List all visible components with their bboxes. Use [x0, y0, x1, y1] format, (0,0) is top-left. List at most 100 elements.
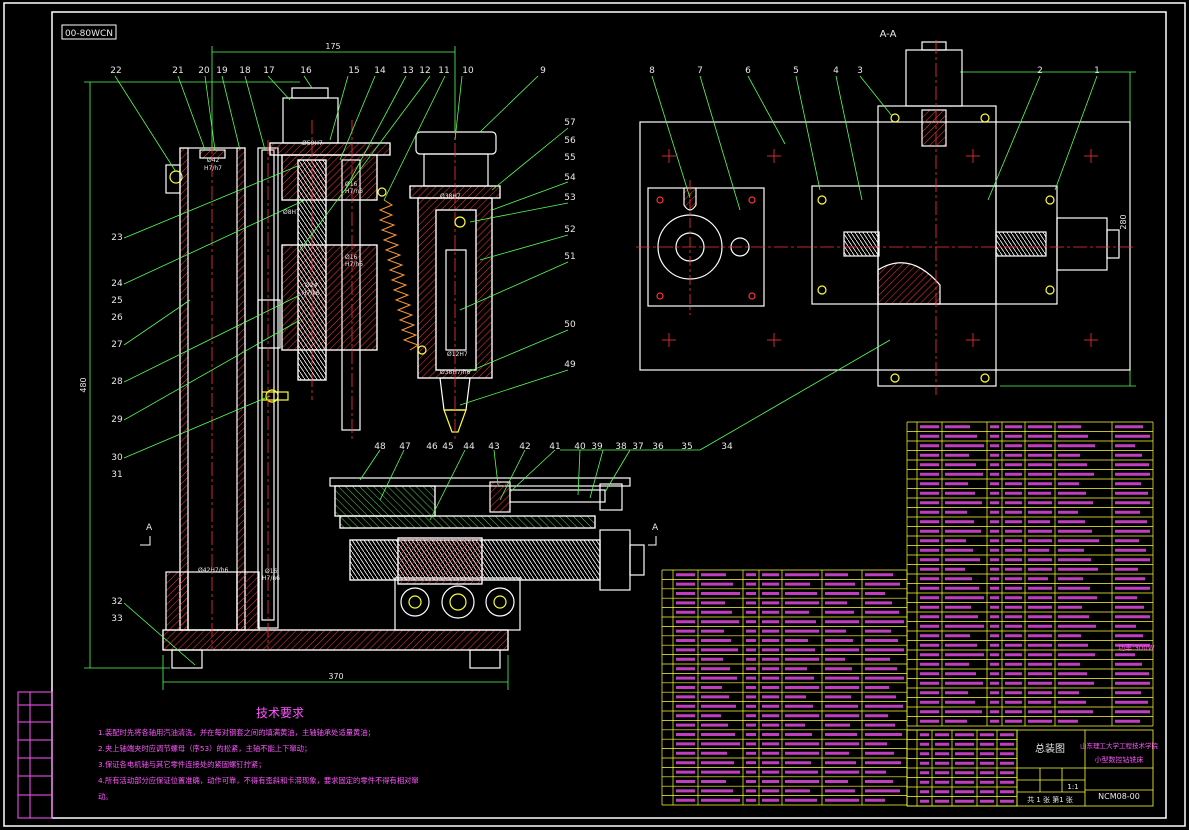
callout-number: 15	[348, 66, 359, 76]
section-title: A-A	[880, 29, 897, 40]
fit-note: H7/k6	[302, 290, 320, 297]
callout-number: 19	[216, 66, 228, 76]
callouts-right: 57 56 55 54 53 52 51 50 49	[564, 118, 576, 370]
callout-number: 30	[111, 453, 123, 463]
tech-line: 1.装配时先将各轴用汽油清洗，并在每对钢套之间的填满黄油，主轴轴承处适量黄油；	[98, 728, 375, 737]
title-project: 小型数控钻铣床	[1095, 755, 1144, 764]
callouts-bottom: 48 47 46 45 44 43 42 41 40 39 38 37 36 3…	[374, 442, 733, 452]
callout-number: 33	[111, 614, 122, 624]
parts-list-upper	[906, 421, 1154, 727]
tech-title: 技术要求	[256, 706, 304, 720]
callout-number: 46	[426, 442, 438, 452]
callout-number: 7	[697, 66, 703, 76]
title-sheet: 共 1 张 第1 张	[1027, 795, 1073, 804]
callout-number: 35	[681, 442, 692, 452]
callout-number: 9	[540, 66, 546, 76]
tech-line: 4.所有活动部分应保证位置准确，动作可靠，不得有歪斜和卡滞现象，要求固定的零件不…	[98, 776, 419, 785]
fit-note: Ø8H7	[283, 209, 300, 216]
tech-line: 动。	[98, 792, 113, 801]
callout-number: 13	[402, 66, 413, 76]
fit-notes: Ø42 H7/h7 Ø16 H7/n6 Ø8H7 Ø16 H7/h6 Ø24 H…	[198, 140, 471, 582]
power-note: 功率:300W	[1118, 643, 1155, 652]
callout-number: 51	[564, 252, 575, 262]
return-spring	[378, 199, 420, 351]
frame-code: 00-80WCN	[65, 29, 113, 39]
fit-note: Ø16	[345, 254, 358, 261]
callout-number: 48	[374, 442, 386, 452]
title-school: 山东理工大学工程技术学院	[1080, 741, 1159, 750]
callout-number: 1	[1094, 66, 1100, 76]
callout-number: 50	[564, 320, 576, 330]
callouts-section: 8 7 6 5 4 3 2 1	[649, 66, 1100, 76]
callout-number: 2	[1037, 66, 1043, 76]
callout-number: 41	[549, 442, 560, 452]
callout-number: 31	[111, 470, 122, 480]
fit-note: Ø42H7/h6	[198, 567, 229, 574]
leader-lines	[114, 75, 1098, 666]
fit-note: H7/n6	[345, 188, 363, 195]
section-mark-label: A	[146, 523, 153, 533]
parts-list-lower	[661, 569, 908, 806]
callout-number: 3	[857, 66, 863, 76]
title-drawing-name: 总装图	[1035, 742, 1065, 755]
callout-number: 42	[519, 442, 530, 452]
callout-number: 16	[300, 66, 312, 76]
callout-number: 53	[564, 193, 575, 203]
callout-number: 40	[574, 442, 586, 452]
title-block-grid	[906, 729, 1018, 807]
callout-number: 24	[111, 279, 123, 289]
callouts-left: 23 24 25 26 27 28 29 30 31 32 33	[111, 233, 123, 624]
callout-number: 12	[419, 66, 430, 76]
callout-number: 23	[111, 233, 122, 243]
callout-number: 20	[198, 66, 210, 76]
callout-number: 39	[591, 442, 603, 452]
red-crosses	[662, 149, 1098, 347]
fit-note: Ø38H7	[440, 193, 461, 200]
callout-number: 5	[793, 66, 799, 76]
callouts-top: 22 21 20 19 18 17 16 15 14 13 12 11 10 9	[110, 66, 546, 76]
drawing-frame	[3, 2, 1186, 827]
tech-line: 2.夹上轴端夹时应调节螺母（序53）的松紧，主轴不能上下窜动；	[98, 744, 311, 753]
callout-number: 18	[239, 66, 251, 76]
callout-number: 52	[564, 225, 575, 235]
callout-number: 28	[111, 377, 123, 387]
callout-number: 34	[721, 442, 733, 452]
fit-note: H7/h6	[345, 261, 363, 268]
callout-number: 26	[111, 313, 123, 323]
fit-note: Ø42	[207, 157, 220, 164]
callout-number: 29	[111, 415, 123, 425]
fit-note: H7/h7	[204, 165, 222, 172]
fit-note: H7/n6	[262, 575, 280, 582]
callout-number: 38	[615, 442, 627, 452]
section-view	[636, 40, 1135, 395]
fit-note: Ø12H7	[447, 351, 468, 358]
callout-number: 14	[374, 66, 386, 76]
title-drawing-no: NCM08-00	[1098, 792, 1140, 801]
callout-number: 6	[745, 66, 751, 76]
section-mark	[140, 536, 657, 546]
callout-number: 27	[111, 340, 122, 350]
fit-note: Ø16	[345, 181, 358, 188]
callout-number: 36	[652, 442, 664, 452]
tech-lines: 1.装配时先将各轴用汽油清洗，并在每对钢套之间的填满黄油，主轴轴承处适量黄油； …	[98, 728, 419, 801]
tech-line: 3.保证各电机轴与其它零件连接处的紧固螺钉拧紧；	[98, 760, 266, 769]
callout-number: 44	[463, 442, 475, 452]
callout-number: 55	[564, 153, 575, 163]
callout-number: 49	[564, 360, 576, 370]
callout-number: 21	[172, 66, 183, 76]
callout-number: 45	[442, 442, 453, 452]
callout-number: 37	[632, 442, 643, 452]
callout-number: 8	[649, 66, 655, 76]
title-scale: 1:1	[1067, 783, 1078, 791]
fit-note: Ø50H7	[302, 140, 323, 147]
callout-number: 25	[111, 296, 122, 306]
xy-table	[329, 477, 645, 631]
callout-number: 10	[462, 66, 474, 76]
callout-number: 4	[833, 66, 839, 76]
callout-number: 22	[110, 66, 121, 76]
fit-note: Ø24	[305, 282, 318, 289]
fit-note: Ø38H7/h6	[440, 369, 471, 376]
callout-number: 17	[263, 66, 274, 76]
callout-number: 47	[399, 442, 410, 452]
